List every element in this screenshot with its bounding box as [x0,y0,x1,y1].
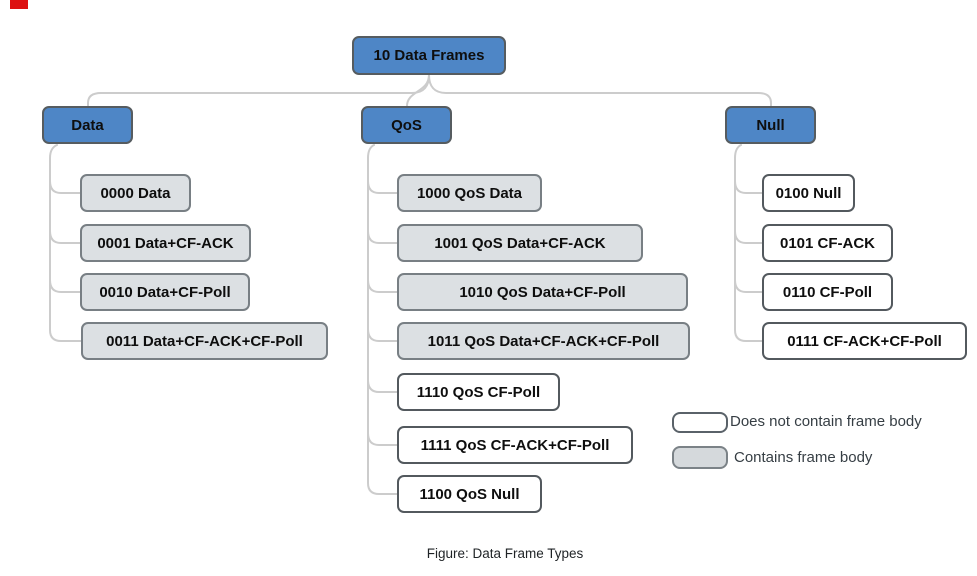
branch-node-data: Data [42,106,133,144]
branch-node-qos: QoS [361,106,452,144]
leaf-node-0100-null: 0100 Null [762,174,855,212]
legend-label-contains-frame-body: Contains frame body [734,449,873,466]
leaf-node-1001-qos-data-cf-ack: 1001 QoS Data+CF-ACK [397,224,643,262]
leaf-node-1010-qos-data-cf-poll: 1010 QoS Data+CF-Poll [397,273,688,311]
leaf-node-0111-cf-ack-cf-poll: 0111 CF-ACK+CF-Poll [762,322,967,360]
red-marker [10,0,28,9]
legend-label-no-frame-body: Does not contain frame body [730,413,922,430]
legend-swatch-empty [672,412,728,433]
leaf-node-1111-qos-cf-ack-cf-poll: 1111 QoS CF-ACK+CF-Poll [397,426,633,464]
branch-node-null: Null [725,106,816,144]
leaf-node-0011-data-cf-ack-cf-poll: 0011 Data+CF-ACK+CF-Poll [81,322,328,360]
leaf-node-0010-data-cf-poll: 0010 Data+CF-Poll [80,273,250,311]
figure-caption: Figure: Data Frame Types [426,546,584,561]
legend-swatch-filled [672,446,728,469]
leaf-node-0000-data: 0000 Data [80,174,191,212]
leaf-node-0001-data-cf-ack: 0001 Data+CF-ACK [80,224,251,262]
leaf-node-0101-cf-ack: 0101 CF-ACK [762,224,893,262]
leaf-node-1110-qos-cf-poll: 1110 QoS CF-Poll [397,373,560,411]
root-node-10-data-frames: 10 Data Frames [352,36,506,75]
leaf-node-1100-qos-null: 1100 QoS Null [397,475,542,513]
leaf-node-1011-qos-data-cf-ack-cf-poll: 1011 QoS Data+CF-ACK+CF-Poll [397,322,690,360]
leaf-node-1000-qos-data: 1000 QoS Data [397,174,542,212]
leaf-node-0110-cf-poll: 0110 CF-Poll [762,273,893,311]
